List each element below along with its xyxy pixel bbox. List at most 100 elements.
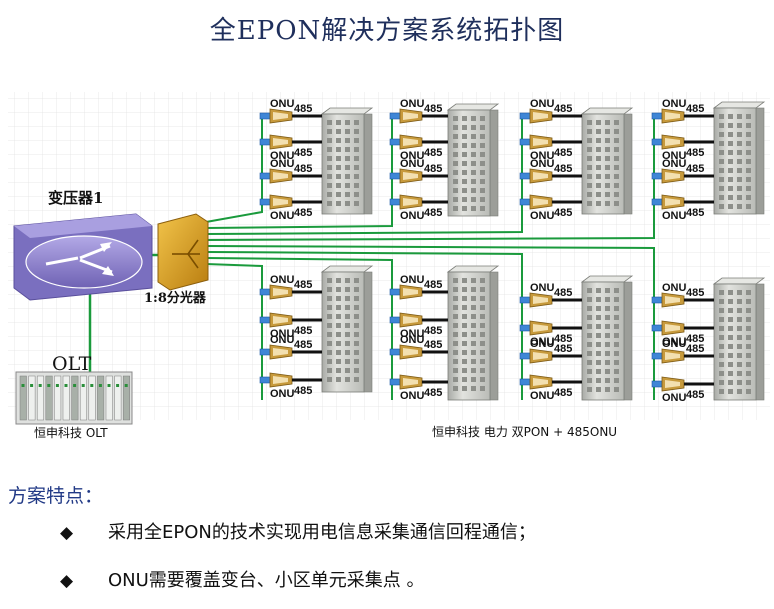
onu-connector-icon bbox=[651, 380, 663, 388]
building-window bbox=[471, 341, 476, 346]
building-side bbox=[755, 107, 765, 215]
features-heading: 方案特点： bbox=[8, 485, 104, 507]
building-window bbox=[719, 168, 724, 173]
olt-port-led bbox=[73, 384, 77, 387]
building-window bbox=[737, 290, 742, 295]
onu-connector-icon bbox=[519, 324, 531, 332]
building-window bbox=[462, 197, 467, 202]
onu-caption: 恒申科技 电力 双PON + 485ONU bbox=[432, 425, 617, 439]
onu-device-face bbox=[403, 378, 418, 386]
building-window bbox=[336, 359, 341, 364]
building-window bbox=[327, 120, 332, 125]
building-window bbox=[471, 377, 476, 382]
onu-tag: ONU bbox=[400, 390, 425, 402]
building-window bbox=[471, 386, 476, 391]
building-window bbox=[480, 287, 485, 292]
building-window bbox=[345, 314, 350, 319]
building-window bbox=[354, 287, 359, 292]
onu-tag: ONU bbox=[662, 158, 687, 170]
building-window bbox=[728, 308, 733, 313]
slide-title: 全EPON解决方案系统拓扑图 bbox=[209, 16, 565, 46]
building-window bbox=[336, 147, 341, 152]
building-window bbox=[462, 323, 467, 328]
building-window bbox=[746, 326, 751, 331]
splitter-box bbox=[157, 213, 209, 291]
building-window bbox=[614, 138, 619, 143]
building-window bbox=[719, 362, 724, 367]
onu-device-face bbox=[273, 198, 288, 206]
onu-device-face bbox=[273, 138, 288, 146]
building-window bbox=[345, 120, 350, 125]
building-window bbox=[596, 129, 601, 134]
building-roof bbox=[712, 277, 766, 285]
onu-device-face bbox=[665, 138, 680, 146]
building-window bbox=[719, 317, 724, 322]
building-window bbox=[327, 377, 332, 382]
building-window bbox=[345, 341, 350, 346]
building-window bbox=[737, 380, 742, 385]
building-window bbox=[480, 188, 485, 193]
building-window bbox=[746, 132, 751, 137]
onu-tag: ONU bbox=[662, 210, 687, 222]
onu-device-face bbox=[533, 296, 548, 304]
building-window bbox=[596, 360, 601, 365]
splitter-icon bbox=[172, 239, 200, 269]
building-window bbox=[596, 288, 601, 293]
onu-connector-icon bbox=[389, 138, 401, 146]
building-window bbox=[737, 317, 742, 322]
building-window bbox=[596, 351, 601, 356]
building-window bbox=[354, 341, 359, 346]
building-window bbox=[345, 287, 350, 292]
building-window bbox=[327, 359, 332, 364]
building-window bbox=[587, 129, 592, 134]
building-window bbox=[719, 353, 724, 358]
building-window bbox=[453, 377, 458, 382]
splitter-label: 1:8分光器 bbox=[144, 290, 207, 306]
building-window bbox=[614, 306, 619, 311]
building-window bbox=[471, 314, 476, 319]
building-window bbox=[614, 297, 619, 302]
building-window bbox=[614, 129, 619, 134]
building-window bbox=[719, 177, 724, 182]
building-window bbox=[345, 192, 350, 197]
rs485-tag: 485 bbox=[424, 279, 442, 291]
building-roof bbox=[446, 103, 500, 111]
onu-device-face bbox=[273, 172, 288, 180]
building-window bbox=[345, 278, 350, 283]
building-window bbox=[728, 114, 733, 119]
building-window bbox=[605, 147, 610, 152]
diamond-bullet-icon: ◆ bbox=[60, 523, 74, 543]
onu-tag: ONU bbox=[662, 336, 687, 348]
onu-device-face bbox=[273, 316, 288, 324]
olt-port-led bbox=[38, 384, 42, 387]
building-window bbox=[471, 278, 476, 283]
building-window bbox=[480, 170, 485, 175]
building-window bbox=[596, 315, 601, 320]
building-roof bbox=[712, 101, 766, 109]
building-window bbox=[471, 116, 476, 121]
building-window bbox=[453, 161, 458, 166]
building-window bbox=[453, 368, 458, 373]
fiber-trunk-6 bbox=[205, 251, 523, 400]
onu-tag: ONU bbox=[270, 150, 295, 162]
building-window bbox=[596, 306, 601, 311]
building-window bbox=[605, 315, 610, 320]
rs485-tag: 485 bbox=[294, 103, 312, 115]
onu-tag: ONU bbox=[530, 210, 555, 222]
diamond-bullet-icon: ◆ bbox=[60, 571, 74, 591]
building-window bbox=[587, 342, 592, 347]
onu-connector-icon bbox=[259, 198, 271, 206]
building-window bbox=[453, 125, 458, 130]
arrows-icon bbox=[45, 242, 114, 276]
building-window bbox=[471, 368, 476, 373]
building-window bbox=[719, 186, 724, 191]
building-window bbox=[728, 353, 733, 358]
building-window bbox=[605, 192, 610, 197]
building-side bbox=[623, 113, 633, 215]
building-window bbox=[746, 159, 751, 164]
building-window bbox=[728, 389, 733, 394]
building-window bbox=[471, 296, 476, 301]
